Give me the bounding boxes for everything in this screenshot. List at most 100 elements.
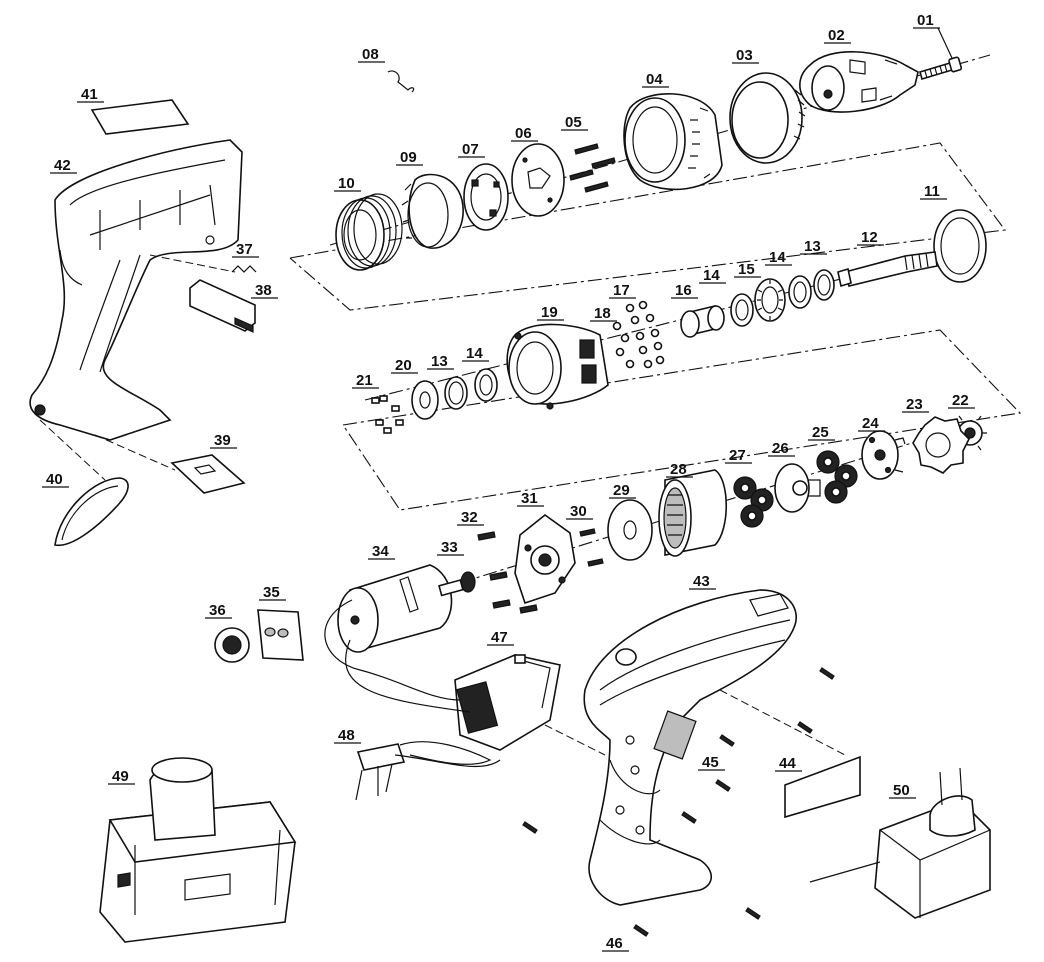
part-45-screws: [522, 667, 835, 834]
part-42-housing-left: [29, 139, 243, 441]
label-17: 17: [613, 282, 630, 299]
part-15-needle-bearing: [754, 278, 786, 322]
label-18: 18: [594, 305, 611, 322]
label-43: 43: [693, 573, 710, 590]
part-40-strap: [54, 477, 129, 547]
part-30-screws: [579, 528, 604, 567]
label-12: 12: [861, 229, 878, 246]
part-44-label: [784, 755, 861, 819]
part-49-battery: [99, 757, 297, 943]
label-45: 45: [702, 754, 719, 771]
label-46: 46: [606, 935, 623, 952]
part-02-chuck: [799, 51, 919, 113]
label-30: 30: [570, 503, 587, 520]
label-21: 21: [356, 372, 373, 389]
part-46-screws: [633, 907, 761, 937]
label-19: 19: [541, 304, 558, 321]
part-01-screw: [919, 56, 963, 80]
label-08: 08: [362, 46, 379, 63]
label-27: 27: [729, 447, 746, 464]
part-43-housing-right: [583, 589, 797, 906]
label-16: 16: [675, 282, 692, 299]
part-26-planet-carrier: [774, 463, 821, 513]
part-labels: 01 02 03 04 05 06 07 08 09 10 11 12 13 1…: [42, 12, 975, 952]
label-24: 24: [862, 415, 879, 432]
label-01: 01: [917, 12, 934, 29]
label-41: 41: [81, 86, 98, 103]
part-23-star-ring: [912, 416, 970, 474]
part-03-ring: [729, 72, 806, 164]
label-04: 04: [646, 71, 663, 88]
part-27-planet-gears: [733, 476, 774, 528]
label-31: 31: [521, 490, 538, 507]
part-14-washer-upper-right: [788, 275, 812, 309]
part-39-label: [170, 454, 246, 494]
label-47: 47: [491, 629, 508, 646]
part-37-spring: [231, 265, 257, 273]
label-35: 35: [263, 584, 280, 601]
label-34: 34: [372, 543, 389, 560]
part-08-clip: [387, 70, 415, 93]
label-32: 32: [461, 509, 478, 526]
label-14-middle: 14: [466, 345, 483, 362]
label-29: 29: [613, 482, 630, 499]
label-07: 07: [462, 141, 479, 158]
part-14-washer-upper-left: [730, 293, 754, 327]
part-11-washer: [933, 209, 987, 283]
label-39: 39: [214, 432, 231, 449]
label-49: 49: [112, 768, 129, 785]
part-18-pins: [612, 321, 635, 369]
label-14-upper-right: 14: [769, 249, 786, 266]
part-05-screws: [569, 143, 616, 193]
label-09: 09: [400, 149, 417, 166]
part-41-label: [90, 99, 190, 135]
label-26: 26: [772, 440, 789, 457]
part-20-washer: [411, 380, 439, 420]
part-19-gear-housing: [506, 323, 609, 410]
label-06: 06: [515, 125, 532, 142]
part-25-planet-gears: [816, 450, 858, 504]
part-34-motor: [337, 564, 464, 653]
label-44: 44: [779, 755, 796, 772]
label-13-upper: 13: [804, 238, 821, 255]
part-14-washer-middle: [474, 368, 498, 402]
part-48-battery-contacts: [355, 743, 406, 801]
label-33: 33: [441, 539, 458, 556]
part-36-button: [214, 627, 250, 663]
label-15: 15: [738, 261, 755, 278]
label-38: 38: [255, 282, 272, 299]
part-24-planet-carrier: [861, 430, 906, 480]
part-29-washer: [607, 499, 653, 561]
middle-assembly-frame: [342, 329, 1022, 511]
label-03: 03: [736, 47, 753, 64]
motor-wiring: [324, 599, 501, 767]
label-02: 02: [828, 27, 845, 44]
label-48: 48: [338, 727, 355, 744]
label-10: 10: [338, 175, 355, 192]
middle-axis: [364, 254, 936, 401]
part-47-switch: [454, 654, 561, 751]
label-23: 23: [906, 396, 923, 413]
label-36: 36: [209, 602, 226, 619]
part-16-bushing: [680, 305, 725, 338]
label-40: 40: [46, 471, 63, 488]
part-09-sleeve: [401, 173, 464, 249]
part-32-screws: [477, 531, 538, 614]
part-38-slider: [189, 279, 256, 333]
label-37: 37: [236, 241, 253, 258]
part-07-clutch-disk: [463, 163, 509, 231]
part-31-motor-plate: [514, 513, 576, 605]
label-25: 25: [812, 424, 829, 441]
label-50: 50: [893, 782, 910, 799]
part-10-spring: [335, 193, 403, 271]
label-14-upper-left: 14: [703, 267, 720, 284]
part-21-pins: [371, 395, 404, 434]
part-13-snap-ring-upper: [813, 269, 835, 301]
label-05: 05: [565, 114, 582, 131]
part-12-spindle: [837, 251, 938, 288]
part-50-charger: [809, 767, 991, 919]
upper-assembly-frame: [289, 142, 1007, 311]
leader-lines: [39, 254, 846, 756]
part-04-clutch-housing: [623, 92, 723, 191]
